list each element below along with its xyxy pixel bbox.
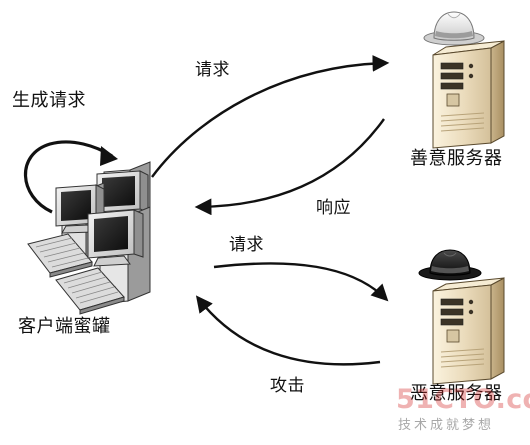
keyboard-back-left [27, 233, 93, 278]
generate-request-label: 生成请求 [12, 90, 86, 111]
monitor-front [87, 209, 144, 267]
response-arrow [194, 118, 385, 216]
benign-server-label: 善意服务器 [410, 148, 503, 169]
client-honeypot-label: 客户端蜜罐 [18, 316, 111, 337]
generate-request-arrow [23, 140, 118, 214]
attack-arrow [195, 295, 381, 366]
malicious-server-box [432, 277, 505, 385]
attack-label: 攻击 [270, 376, 305, 396]
computer-cluster-icon [27, 161, 151, 315]
watermark-slogan: 技术成就梦想 [398, 418, 495, 433]
request-label-bottom: 请求 [229, 235, 264, 255]
response-label: 响应 [316, 198, 351, 218]
black-hat-server-icon [418, 249, 505, 385]
benign-server-box [432, 40, 505, 149]
request-arrow-top [151, 54, 390, 178]
monitor-back-right [96, 170, 149, 213]
monitor-back-left [55, 184, 105, 234]
keyboard-front [55, 267, 125, 315]
request-label-top: 请求 [195, 60, 230, 80]
watermark-logo: 51CTO.com [396, 384, 530, 415]
white-hat-icon [423, 11, 485, 46]
white-hat-server-icon [423, 11, 505, 149]
request-arrow-bottom [213, 262, 389, 302]
black-hat-icon [418, 249, 482, 281]
malicious-server-label: 恶意服务器 [410, 383, 503, 404]
